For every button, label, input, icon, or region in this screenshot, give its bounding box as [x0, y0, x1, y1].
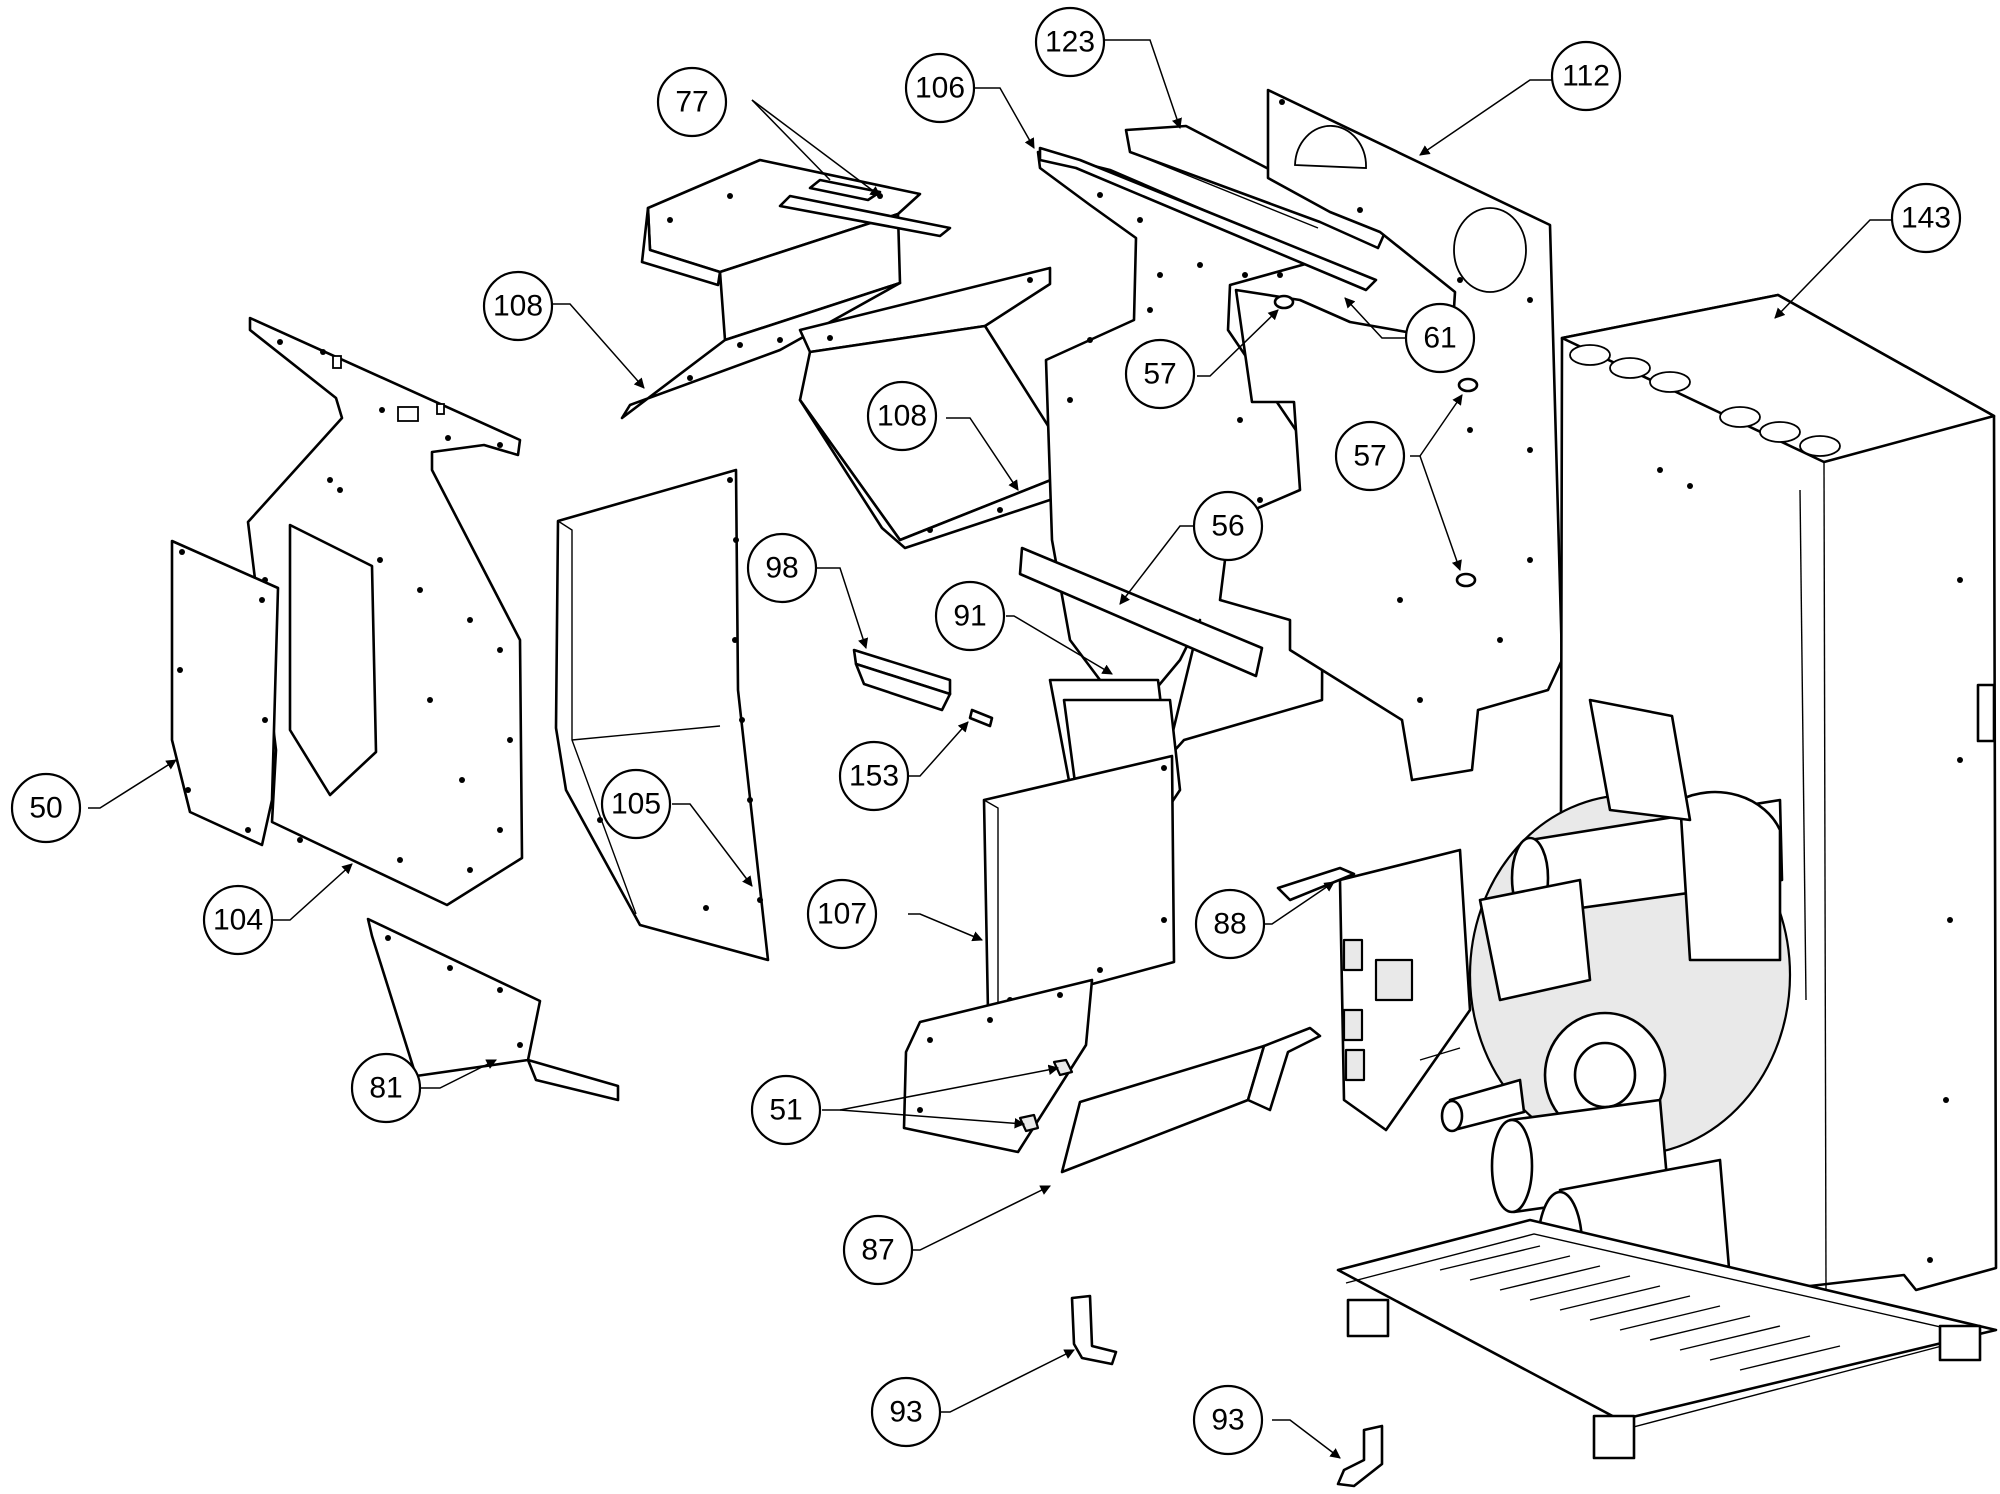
part-93-bracket-b [1336, 1424, 1384, 1488]
part-50-side-panel [170, 539, 280, 847]
part-106-rail [1038, 146, 1378, 292]
callout-98: 98 [746, 532, 818, 604]
part-77-strips [778, 178, 952, 238]
part-123-channel [1124, 124, 1388, 250]
svg-text:123: 123 [1045, 26, 1095, 59]
svg-text:108: 108 [877, 400, 927, 433]
callout-50: 50 [10, 772, 82, 844]
callout-93-right: 93 [1192, 1384, 1264, 1456]
svg-text:91: 91 [953, 600, 986, 633]
base-plate [1336, 1218, 1998, 1460]
svg-text:88: 88 [1213, 908, 1246, 941]
svg-text:107: 107 [817, 898, 867, 931]
callout-57-lower: 57 [1334, 420, 1406, 492]
svg-text:57: 57 [1143, 358, 1176, 391]
callout-104: 104 [202, 884, 274, 956]
svg-text:56: 56 [1211, 510, 1244, 543]
leader-lines [88, 39, 1892, 1459]
svg-text:81: 81 [369, 1072, 402, 1105]
part-107-front-plate [982, 754, 1176, 1014]
callout-108-lower: 108 [866, 380, 938, 452]
callout-balloons: 123 112 106 77 143 108 61 57 108 57 56 [10, 6, 1962, 1456]
callout-88: 88 [1194, 888, 1266, 960]
part-51-tray [902, 978, 1094, 1154]
part-98-bracket [852, 648, 952, 712]
svg-text:61: 61 [1423, 322, 1456, 355]
svg-text:143: 143 [1901, 202, 1951, 235]
part-87-bottom-cover [1060, 1026, 1322, 1174]
part-88-rod [1276, 866, 1356, 902]
callout-77: 77 [656, 66, 728, 138]
callout-56: 56 [1192, 490, 1264, 562]
part-105-panel [554, 468, 770, 962]
svg-text:104: 104 [213, 904, 263, 937]
svg-text:50: 50 [29, 792, 62, 825]
svg-text:105: 105 [611, 788, 661, 821]
callout-87: 87 [842, 1214, 914, 1286]
svg-text:51: 51 [769, 1094, 802, 1127]
callout-57-upper: 57 [1124, 338, 1196, 410]
part-81-deflector [366, 917, 620, 1102]
svg-text:106: 106 [915, 72, 965, 105]
svg-text:112: 112 [1562, 60, 1610, 93]
part-108-lower-funnel [798, 266, 1082, 550]
svg-text:57: 57 [1353, 440, 1386, 473]
callout-108-upper: 108 [482, 270, 554, 342]
callout-91: 91 [934, 580, 1006, 652]
callout-106: 106 [904, 52, 976, 124]
callout-143: 143 [1890, 182, 1962, 254]
svg-text:108: 108 [493, 290, 543, 323]
part-104-panel [246, 316, 524, 907]
part-93-bracket-a [1070, 1294, 1118, 1366]
callout-153: 153 [838, 740, 910, 812]
svg-text:98: 98 [765, 552, 798, 585]
callout-107: 107 [806, 878, 878, 950]
part-57-pins [1273, 294, 1479, 588]
svg-text:153: 153 [849, 760, 899, 793]
svg-text:87: 87 [861, 1234, 894, 1267]
callout-93-left: 93 [870, 1376, 942, 1448]
part-153-pin [968, 708, 994, 728]
callout-105: 105 [600, 768, 672, 840]
control-panel [1338, 848, 1472, 1132]
part-56-angle [1018, 546, 1264, 678]
callout-51: 51 [750, 1074, 822, 1146]
callout-123: 123 [1034, 6, 1106, 78]
svg-text:93: 93 [1211, 1404, 1244, 1437]
svg-text:77: 77 [675, 86, 708, 119]
callout-61: 61 [1404, 302, 1476, 374]
callout-81: 81 [350, 1052, 422, 1124]
callout-112: 112 [1550, 40, 1622, 112]
svg-text:93: 93 [889, 1396, 922, 1429]
